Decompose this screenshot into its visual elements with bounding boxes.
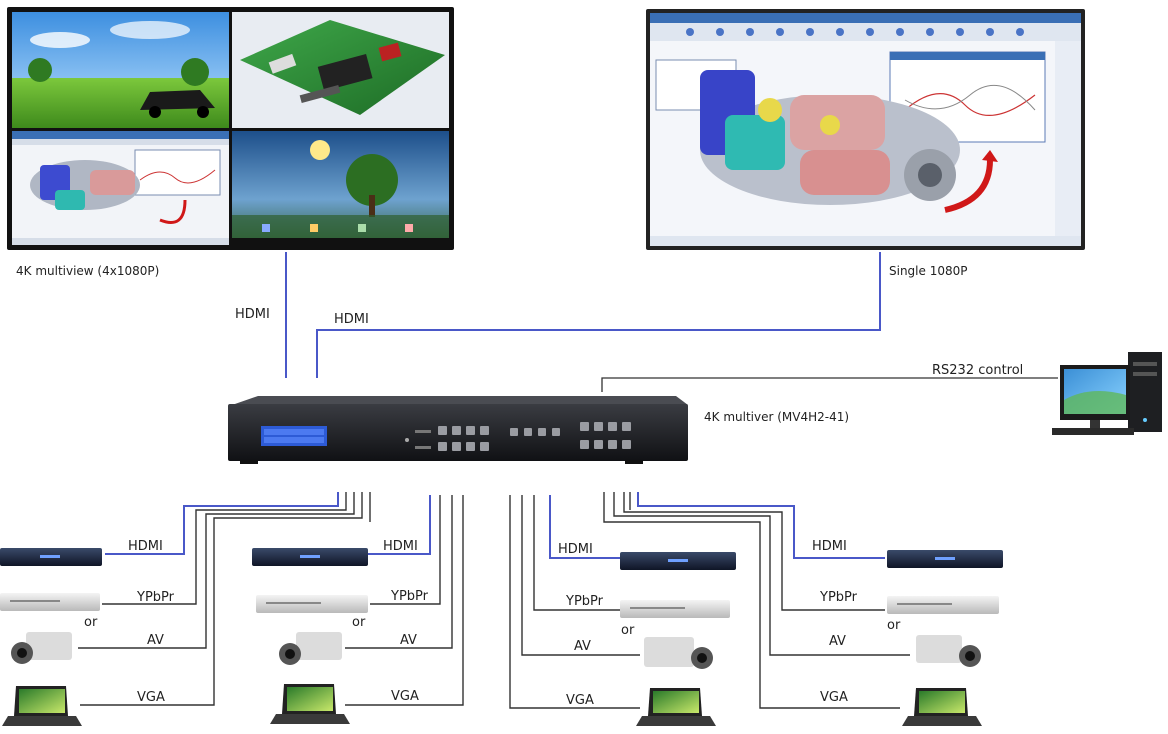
camera-2 xyxy=(279,632,342,665)
hdmi-in-label-2: HDMI xyxy=(383,539,418,554)
hdmi-out-label-1: HDMI xyxy=(235,307,270,322)
av-in-label-4: AV xyxy=(829,634,846,649)
hdmi-line-in-3 xyxy=(549,495,620,559)
av-in-label-1: AV xyxy=(147,633,164,648)
rs232-label: RS232 control xyxy=(932,363,1023,378)
single-monitor xyxy=(646,9,1085,250)
ypbpr-line-in-1 xyxy=(102,492,347,605)
dvd-player-2 xyxy=(256,595,368,613)
quadrant-tree xyxy=(232,131,449,245)
av-line-in-3 xyxy=(521,495,640,656)
ypbpr-in-label-4: YPbPr xyxy=(819,590,858,605)
vga-in-label-3: VGA xyxy=(566,693,594,708)
quadrant-pcb xyxy=(232,12,449,128)
or-label-1: or xyxy=(84,615,98,630)
vga-line-in-2 xyxy=(345,495,464,706)
bluray-player-4 xyxy=(887,550,1003,568)
bluray-player-2 xyxy=(252,548,368,566)
laptop-2 xyxy=(270,684,350,724)
hdmi-out-label-2: HDMI xyxy=(334,312,369,327)
dvd-player-4 xyxy=(887,596,999,614)
ypbpr-in-label-2: YPbPr xyxy=(390,589,429,604)
av-line-in-4 xyxy=(613,492,910,656)
av-line-in-2 xyxy=(345,495,453,649)
av-line-in-1 xyxy=(78,492,355,649)
laptop-1 xyxy=(2,686,82,726)
or-label-4: or xyxy=(887,618,901,633)
quadrant-cad xyxy=(12,131,229,245)
or-label-2: or xyxy=(352,615,366,630)
av-in-label-2: AV xyxy=(400,633,417,648)
multiviewer-device xyxy=(228,396,688,464)
vga-in-label-1: VGA xyxy=(137,690,165,705)
laptop-3 xyxy=(636,688,716,726)
vga-line-in-4 xyxy=(603,492,900,709)
vga-in-label-4: VGA xyxy=(820,690,848,705)
av-in-label-3: AV xyxy=(574,639,591,654)
ypbpr-in-label-3: YPbPr xyxy=(565,594,604,609)
ypbpr-line-in-4 xyxy=(623,492,885,611)
laptop-4 xyxy=(902,688,982,726)
rs232-line xyxy=(601,377,1058,392)
multiview-monitor xyxy=(7,7,454,250)
control-pc xyxy=(1052,352,1162,435)
hdmi-line-in-4 xyxy=(637,492,885,559)
multiview-label: 4K multiview (4x1080P) xyxy=(16,264,159,278)
camera-1 xyxy=(11,632,72,664)
bluray-player-1 xyxy=(0,548,102,566)
bluray-player-3 xyxy=(620,552,736,570)
hdmi-line-single xyxy=(316,252,881,378)
ypbpr-in-label-1: YPbPr xyxy=(136,590,175,605)
camera-4 xyxy=(916,635,981,667)
hdmi-line-in-2 xyxy=(368,495,431,555)
dvd-player-1 xyxy=(0,593,100,611)
dvd-player-3 xyxy=(620,600,730,618)
single-label: Single 1080P xyxy=(889,264,967,278)
hdmi-in-label-3: HDMI xyxy=(558,542,593,557)
device-label: 4K multiver (MV4H2-41) xyxy=(704,410,849,424)
hdmi-in-label-4: HDMI xyxy=(812,539,847,554)
hdmi-line-in-1 xyxy=(105,492,339,555)
vga-in-label-2: VGA xyxy=(391,689,419,704)
quadrant-landscape xyxy=(12,12,229,128)
vga-line-in-1 xyxy=(80,492,363,706)
camera-3 xyxy=(644,637,713,669)
or-label-3: or xyxy=(621,623,635,638)
hdmi-in-label-1: HDMI xyxy=(128,539,163,554)
vga-line-in-3 xyxy=(509,495,640,709)
ypbpr-line-in-2 xyxy=(370,495,441,605)
ypbpr-line-in-3 xyxy=(533,495,620,611)
